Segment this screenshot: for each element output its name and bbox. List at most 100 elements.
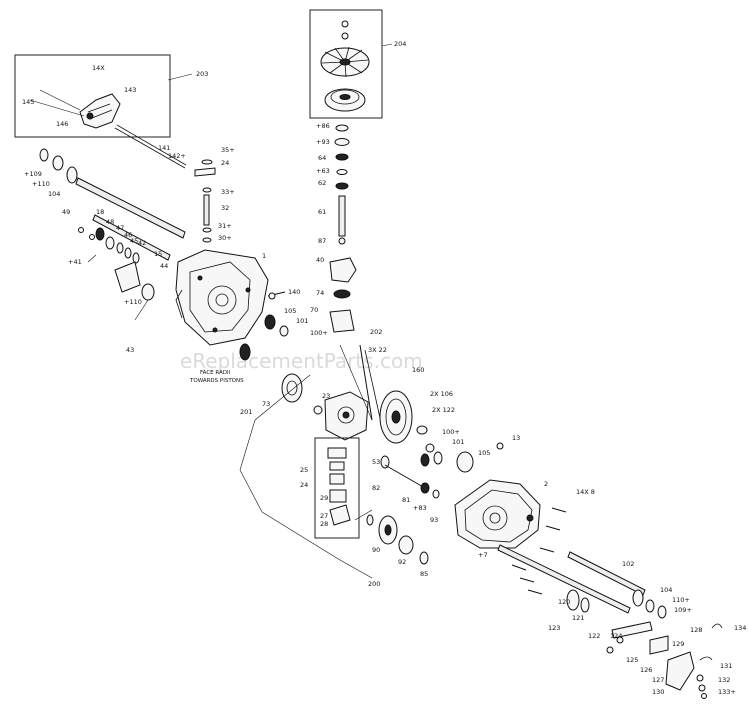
part-label: 49: [62, 208, 70, 216]
part-label: 35+: [221, 146, 235, 154]
part-label: 64: [318, 154, 326, 162]
part-label: 100+: [442, 428, 460, 436]
note-line-2: TOWARDS PISTONS: [189, 378, 244, 384]
part-label: 43: [126, 346, 134, 354]
lower-gear: [366, 514, 429, 565]
part-label: 2: [544, 480, 548, 488]
part-label: 132: [718, 676, 730, 684]
part-label: +93: [316, 138, 330, 146]
part-label: 87: [318, 237, 326, 245]
leader-lines: [134, 43, 393, 579]
part-label: 101: [296, 317, 308, 325]
part-label: 42: [138, 239, 146, 247]
part-label: 33+: [221, 188, 235, 196]
right-axle-assembly: [497, 544, 667, 619]
part-label: 45: [130, 237, 138, 245]
part-label: 31+: [218, 222, 232, 230]
part-label: 32: [221, 204, 229, 212]
part-label: 141: [158, 144, 170, 152]
ring-gear: [379, 390, 413, 444]
part-labels: 203 204 14X 143 145 146 141 142+ +109 +1…: [22, 40, 746, 696]
part-label: +109: [24, 170, 42, 178]
part-label: 127: [652, 676, 664, 684]
part-label: 204: [394, 40, 406, 48]
part-label: 40: [316, 256, 324, 264]
part-label: 120: [558, 598, 570, 606]
part-label: 129: [672, 640, 684, 648]
part-label: 123: [548, 624, 560, 632]
part-label: 102: [622, 560, 634, 568]
watermark-text: eReplacementParts.com: [180, 349, 423, 373]
part-label: 74: [316, 289, 324, 297]
part-label: 131: [720, 662, 732, 670]
part-label: 81: [402, 496, 410, 504]
part-label: +63: [316, 167, 330, 175]
part-label: 128: [690, 626, 702, 634]
left-axle-assembly: [39, 148, 186, 301]
inset-box-203: [14, 54, 171, 138]
part-label: 202: [370, 328, 382, 336]
right-gear-set: [420, 451, 474, 473]
part-label: 143: [124, 86, 136, 94]
part-label: +86: [316, 122, 330, 130]
part-label: 200: [368, 580, 380, 588]
center-shaft: [380, 455, 440, 499]
part-label: +7: [478, 551, 488, 559]
part-label: 73: [262, 400, 270, 408]
part-label: 15: [154, 250, 162, 258]
part-label: 126: [640, 666, 652, 674]
part-label: 140: [288, 288, 300, 296]
part-label: 24: [221, 159, 229, 167]
part-label: 110+: [672, 596, 690, 604]
part-label: +110: [124, 298, 142, 306]
part-label: 160: [412, 366, 424, 374]
part-label: 24: [300, 481, 308, 489]
part-label: 104: [48, 190, 60, 198]
inset-box-204: [309, 9, 383, 119]
part-label: 30+: [218, 234, 232, 242]
part-label: 100+: [310, 329, 328, 337]
part-label: 85: [420, 570, 428, 578]
bolt-set: [511, 507, 567, 595]
part-label: 25: [300, 466, 308, 474]
part-label: 1: [262, 252, 266, 260]
control-rod: [114, 124, 187, 169]
part-label: 125: [626, 656, 638, 664]
part-label: 14X: [92, 64, 105, 72]
part-label: 90: [372, 546, 380, 554]
part-label: 105: [284, 307, 296, 315]
part-label: +110: [32, 180, 50, 188]
part-label: 29: [320, 494, 328, 502]
part-label: 18: [96, 208, 104, 216]
part-label: 61: [318, 208, 326, 216]
part-label: 48: [106, 218, 114, 226]
part-label: 133+: [718, 688, 736, 696]
part-label: 104: [660, 586, 672, 594]
part-label: 124: [610, 632, 622, 640]
part-label: 101: [452, 438, 464, 446]
left-housing: [175, 249, 269, 346]
part-label: +83: [413, 504, 427, 512]
part-label: 44: [160, 262, 168, 270]
part-label: 47: [116, 224, 124, 232]
part-label: 93: [430, 516, 438, 524]
part-label: 105: [478, 449, 490, 457]
part-label: 109+: [674, 606, 692, 614]
pulley-icon: [324, 88, 366, 112]
part-label: 122: [588, 632, 600, 640]
part-label: 53: [372, 458, 380, 466]
part-label: 3X 22: [368, 346, 387, 354]
valve-parts-box: [314, 437, 360, 539]
part-label: 203: [196, 70, 208, 78]
part-label: 23: [322, 392, 330, 400]
part-label: 14X 8: [576, 488, 595, 496]
part-label: 121: [572, 614, 584, 622]
part-label: 82: [372, 484, 380, 492]
part-label: 134: [734, 624, 746, 632]
part-label: 2X 106: [430, 390, 453, 398]
part-label: 27: [320, 512, 328, 520]
part-label: 13: [512, 434, 520, 442]
brake-lever-parts: [606, 621, 723, 699]
fan-icon: [320, 46, 370, 78]
